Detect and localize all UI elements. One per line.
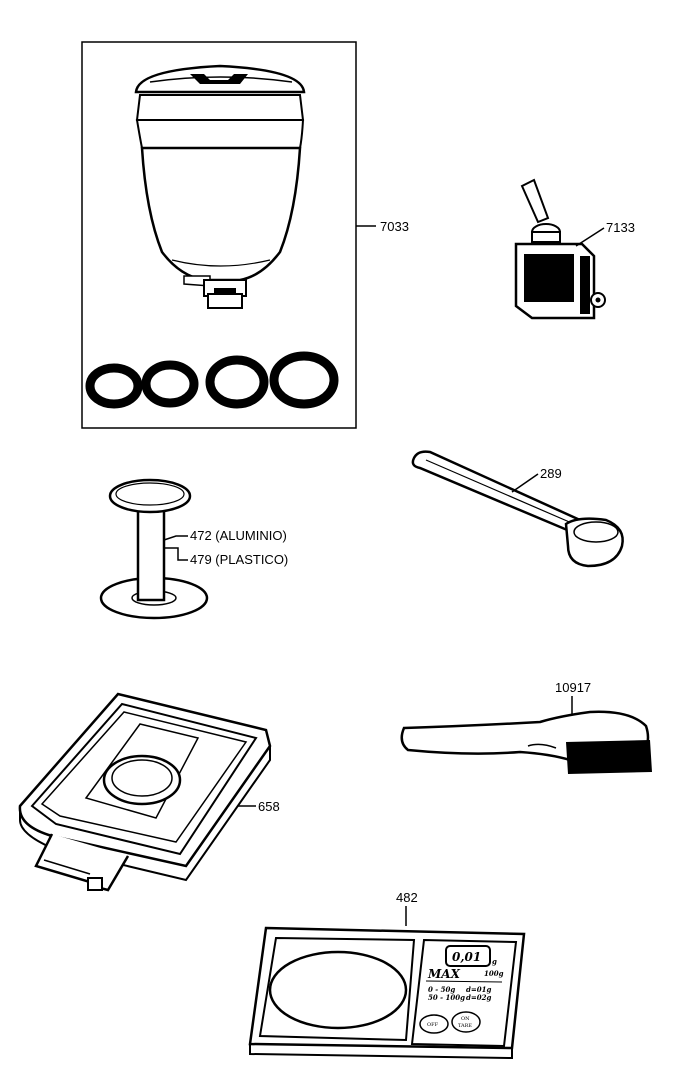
- spoon-handle: [411, 450, 582, 534]
- switch-code: 7133: [606, 220, 635, 235]
- brush-bristles: [566, 740, 652, 774]
- hopper-box: [81, 41, 357, 429]
- switch-lever: [520, 178, 550, 224]
- scale-off-button[interactable]: [419, 1014, 449, 1034]
- hopper-lid: [134, 64, 306, 121]
- brush-code: 10917: [555, 680, 591, 695]
- scale-display: 0,01: [452, 950, 481, 964]
- hopper-cone: [140, 146, 302, 282]
- switch-leader: [575, 227, 605, 247]
- tamper-code-aluminium: 472 (ALUMINIO): [190, 528, 287, 543]
- scale-tare-label: TARE: [458, 1023, 472, 1029]
- scale-res-1: d=01g: [466, 985, 492, 994]
- tray-code: 658: [258, 799, 280, 814]
- scale-on-label: ON: [461, 1016, 470, 1022]
- scale-display-unit: g: [492, 957, 497, 966]
- hopper-body: [135, 119, 305, 149]
- tamper-code-plastic: 479 (PLASTICO): [190, 552, 288, 567]
- hopper-neck: [183, 275, 247, 309]
- scale-range-2: 50 - 100g: [428, 993, 465, 1002]
- tamper-group: 472 (ALUMINIO) 479 (PLASTICO): [99, 478, 288, 620]
- hopper-code: 7033: [380, 219, 409, 234]
- scale-display-frame: [445, 945, 491, 967]
- brush-group: 10917: [400, 680, 652, 774]
- scale-group: 482 0,01 g MAX 100g 0 - 50g d=01g 50 - 1…: [248, 890, 526, 1060]
- hopper-rings: [85, 351, 339, 409]
- scale-max-value: 100g: [484, 969, 504, 978]
- grinder-hopper-group: 7033: [81, 41, 409, 429]
- scale-range-1: 0 - 50g: [428, 985, 455, 994]
- scale-max-label: MAX: [427, 967, 461, 981]
- tamper-leader-1: [163, 535, 188, 541]
- tamper-shaft: [136, 500, 166, 602]
- scale-on-tare-button[interactable]: [451, 1011, 481, 1033]
- switch-group: 7133: [514, 178, 635, 320]
- drip-tray-group: 658: [18, 692, 280, 892]
- tamper-top: [108, 478, 192, 514]
- scale-pan-ellipse: [268, 950, 408, 1030]
- spoon-leader: [511, 473, 539, 493]
- spoon-code: 289: [540, 466, 562, 481]
- tamper-leader-2: [164, 547, 188, 561]
- scale-code: 482: [396, 890, 418, 905]
- spoon-group: 289: [411, 450, 624, 568]
- scale-off-label: OFF: [427, 1022, 439, 1028]
- scale-res-2: d=02g: [466, 993, 492, 1002]
